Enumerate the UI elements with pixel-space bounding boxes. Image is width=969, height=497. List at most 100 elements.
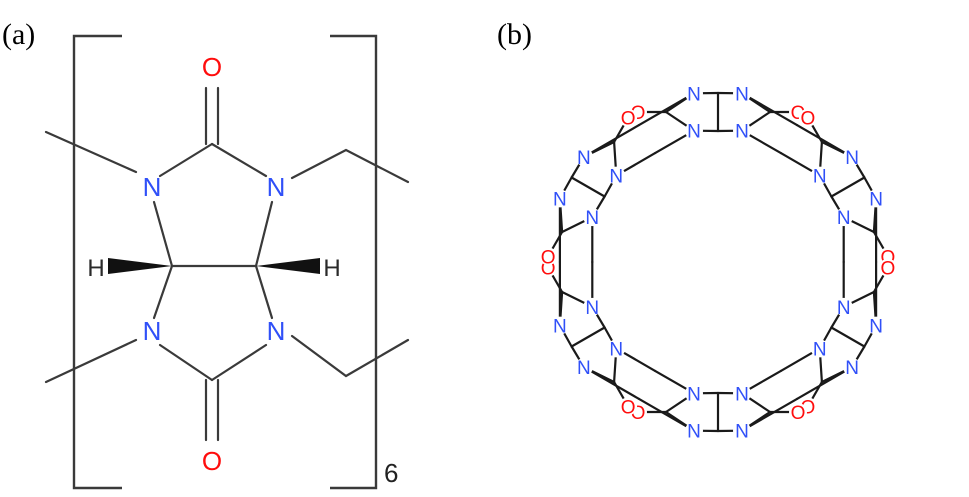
atom-n-4-1-bg <box>607 339 626 358</box>
atom-n-5-2-bg <box>550 189 569 208</box>
atom-o-top: O <box>202 52 222 82</box>
atom-n-2-4-bg <box>843 358 862 377</box>
atom-n-5-3-bg <box>607 166 626 185</box>
atom-n-5-2: N <box>553 189 567 210</box>
atom-o-3-1-bg <box>789 403 807 421</box>
macrocycle-bonds <box>546 91 890 433</box>
bond-bridge-2-0b <box>740 397 799 432</box>
atom-h-right: H <box>323 255 340 282</box>
atom-n-4-4-bg <box>550 316 569 335</box>
atom-n-2-1: N <box>837 298 851 319</box>
atom-n-3-1: N <box>735 384 749 405</box>
atom-n-0-1: N <box>687 122 701 143</box>
bond-bridge-0-0a <box>740 92 799 127</box>
atom-o-4-1-bg <box>619 397 638 416</box>
atom-n-5-4: N <box>577 148 591 169</box>
atom-n-3-3-bg <box>685 384 703 403</box>
bond-bridge-0-0b <box>795 123 854 158</box>
atom-n-1-2-bg <box>843 147 862 166</box>
bond-ext-ur <box>290 148 410 184</box>
atom-o-5-2-bg <box>619 108 638 127</box>
panel-a-structure: O O N N N N H H 6 <box>44 34 410 490</box>
atom-n-ll: N <box>143 316 162 346</box>
atom-n-ul: N <box>143 172 162 202</box>
bond-ext-ul <box>44 130 138 174</box>
atom-n-ur: N <box>267 172 286 202</box>
bond-chch-5 <box>570 176 606 198</box>
atom-n-1-1: N <box>813 167 827 188</box>
bond-c-n-ul <box>158 142 214 178</box>
atom-o-5-2: O <box>621 109 636 130</box>
atom-n-5-3: N <box>609 167 623 188</box>
atom-o-5-1-bg <box>539 247 558 266</box>
atom-o-2-1-bg <box>878 258 897 277</box>
atom-o-2-1: O <box>881 259 896 280</box>
bond-ext-lr <box>290 334 410 378</box>
atom-n-3-3: N <box>687 384 701 405</box>
atom-h-left: H <box>87 255 104 282</box>
atom-o-3-1: O <box>791 403 806 424</box>
bond-ext-ll <box>44 338 138 384</box>
atom-n-0-4: N <box>735 84 749 105</box>
repeat-subscript: 6 <box>384 458 398 488</box>
atom-o-bottom: O <box>202 446 222 476</box>
atom-n-3-4: N <box>687 422 701 443</box>
bond-chch-2 <box>830 326 866 348</box>
atom-n-5-1-bg <box>583 208 602 227</box>
bond-bridge-5-0a <box>582 123 641 158</box>
atom-n-2-1-bg <box>834 297 853 316</box>
panel-a-label: (a) <box>2 18 36 51</box>
atom-n-2-2-bg <box>867 316 886 335</box>
atom-n-0-2-bg <box>685 84 703 103</box>
atom-n-4-2: N <box>577 358 591 379</box>
wedge-left <box>108 258 172 274</box>
atom-n-2-3: N <box>813 339 827 360</box>
atom-o-5-1: O <box>541 247 556 268</box>
atom-n-3-4-bg <box>685 421 703 440</box>
atom-n-1-3-bg <box>834 208 853 227</box>
bond-ch-n-lr <box>254 264 274 320</box>
atom-n-4-1: N <box>609 339 623 360</box>
atom-n-0-2: N <box>687 84 701 105</box>
bond-bridge-2-0a <box>795 366 854 400</box>
atom-n-1-4-bg <box>867 189 886 208</box>
bond-ch-n-ll <box>152 264 174 320</box>
atom-n-2-3-bg <box>810 339 829 358</box>
atom-n-4-3-bg <box>583 297 602 316</box>
bond-n-ch-ul <box>152 200 174 268</box>
atom-n-1-4: N <box>869 189 883 210</box>
atom-n-4-2-bg <box>574 358 593 377</box>
bond-chch-4 <box>570 326 606 348</box>
bond-bridge-3-0a <box>637 397 696 432</box>
atom-n-3-2-bg <box>733 421 751 440</box>
bond-bridge-3-0b <box>582 366 641 400</box>
bond-c-n-ur <box>210 142 268 178</box>
bond-n-c-lr <box>210 343 268 382</box>
bond-chch-1 <box>830 176 866 198</box>
atom-n-0-1-bg <box>685 121 703 140</box>
atom-n-5-1: N <box>585 208 599 229</box>
left-bracket <box>72 34 122 490</box>
atom-o-4-1: O <box>621 397 636 418</box>
atom-n-1-1-bg <box>810 166 829 185</box>
panel-b-label: (b) <box>497 18 532 51</box>
bond-n-c-ll <box>158 343 214 382</box>
right-bracket <box>330 34 378 490</box>
bond-bridge-5-0b <box>637 92 696 127</box>
atom-n-3-1-bg <box>733 384 751 403</box>
atom-n-4-4: N <box>553 317 567 338</box>
atom-n-2-4: N <box>845 358 859 379</box>
atom-n-5-4-bg <box>574 147 593 166</box>
atom-o-1-1-bg <box>798 108 817 127</box>
bond-n-ch-ur <box>254 200 274 268</box>
atom-n-0-4-bg <box>733 84 751 103</box>
atom-n-0-3: N <box>735 122 749 143</box>
atom-n-lr: N <box>267 316 286 346</box>
atom-n-0-3-bg <box>733 121 751 140</box>
wedge-right <box>256 258 320 274</box>
atom-o-1-1: O <box>801 109 816 130</box>
atom-n-1-2: N <box>845 148 859 169</box>
